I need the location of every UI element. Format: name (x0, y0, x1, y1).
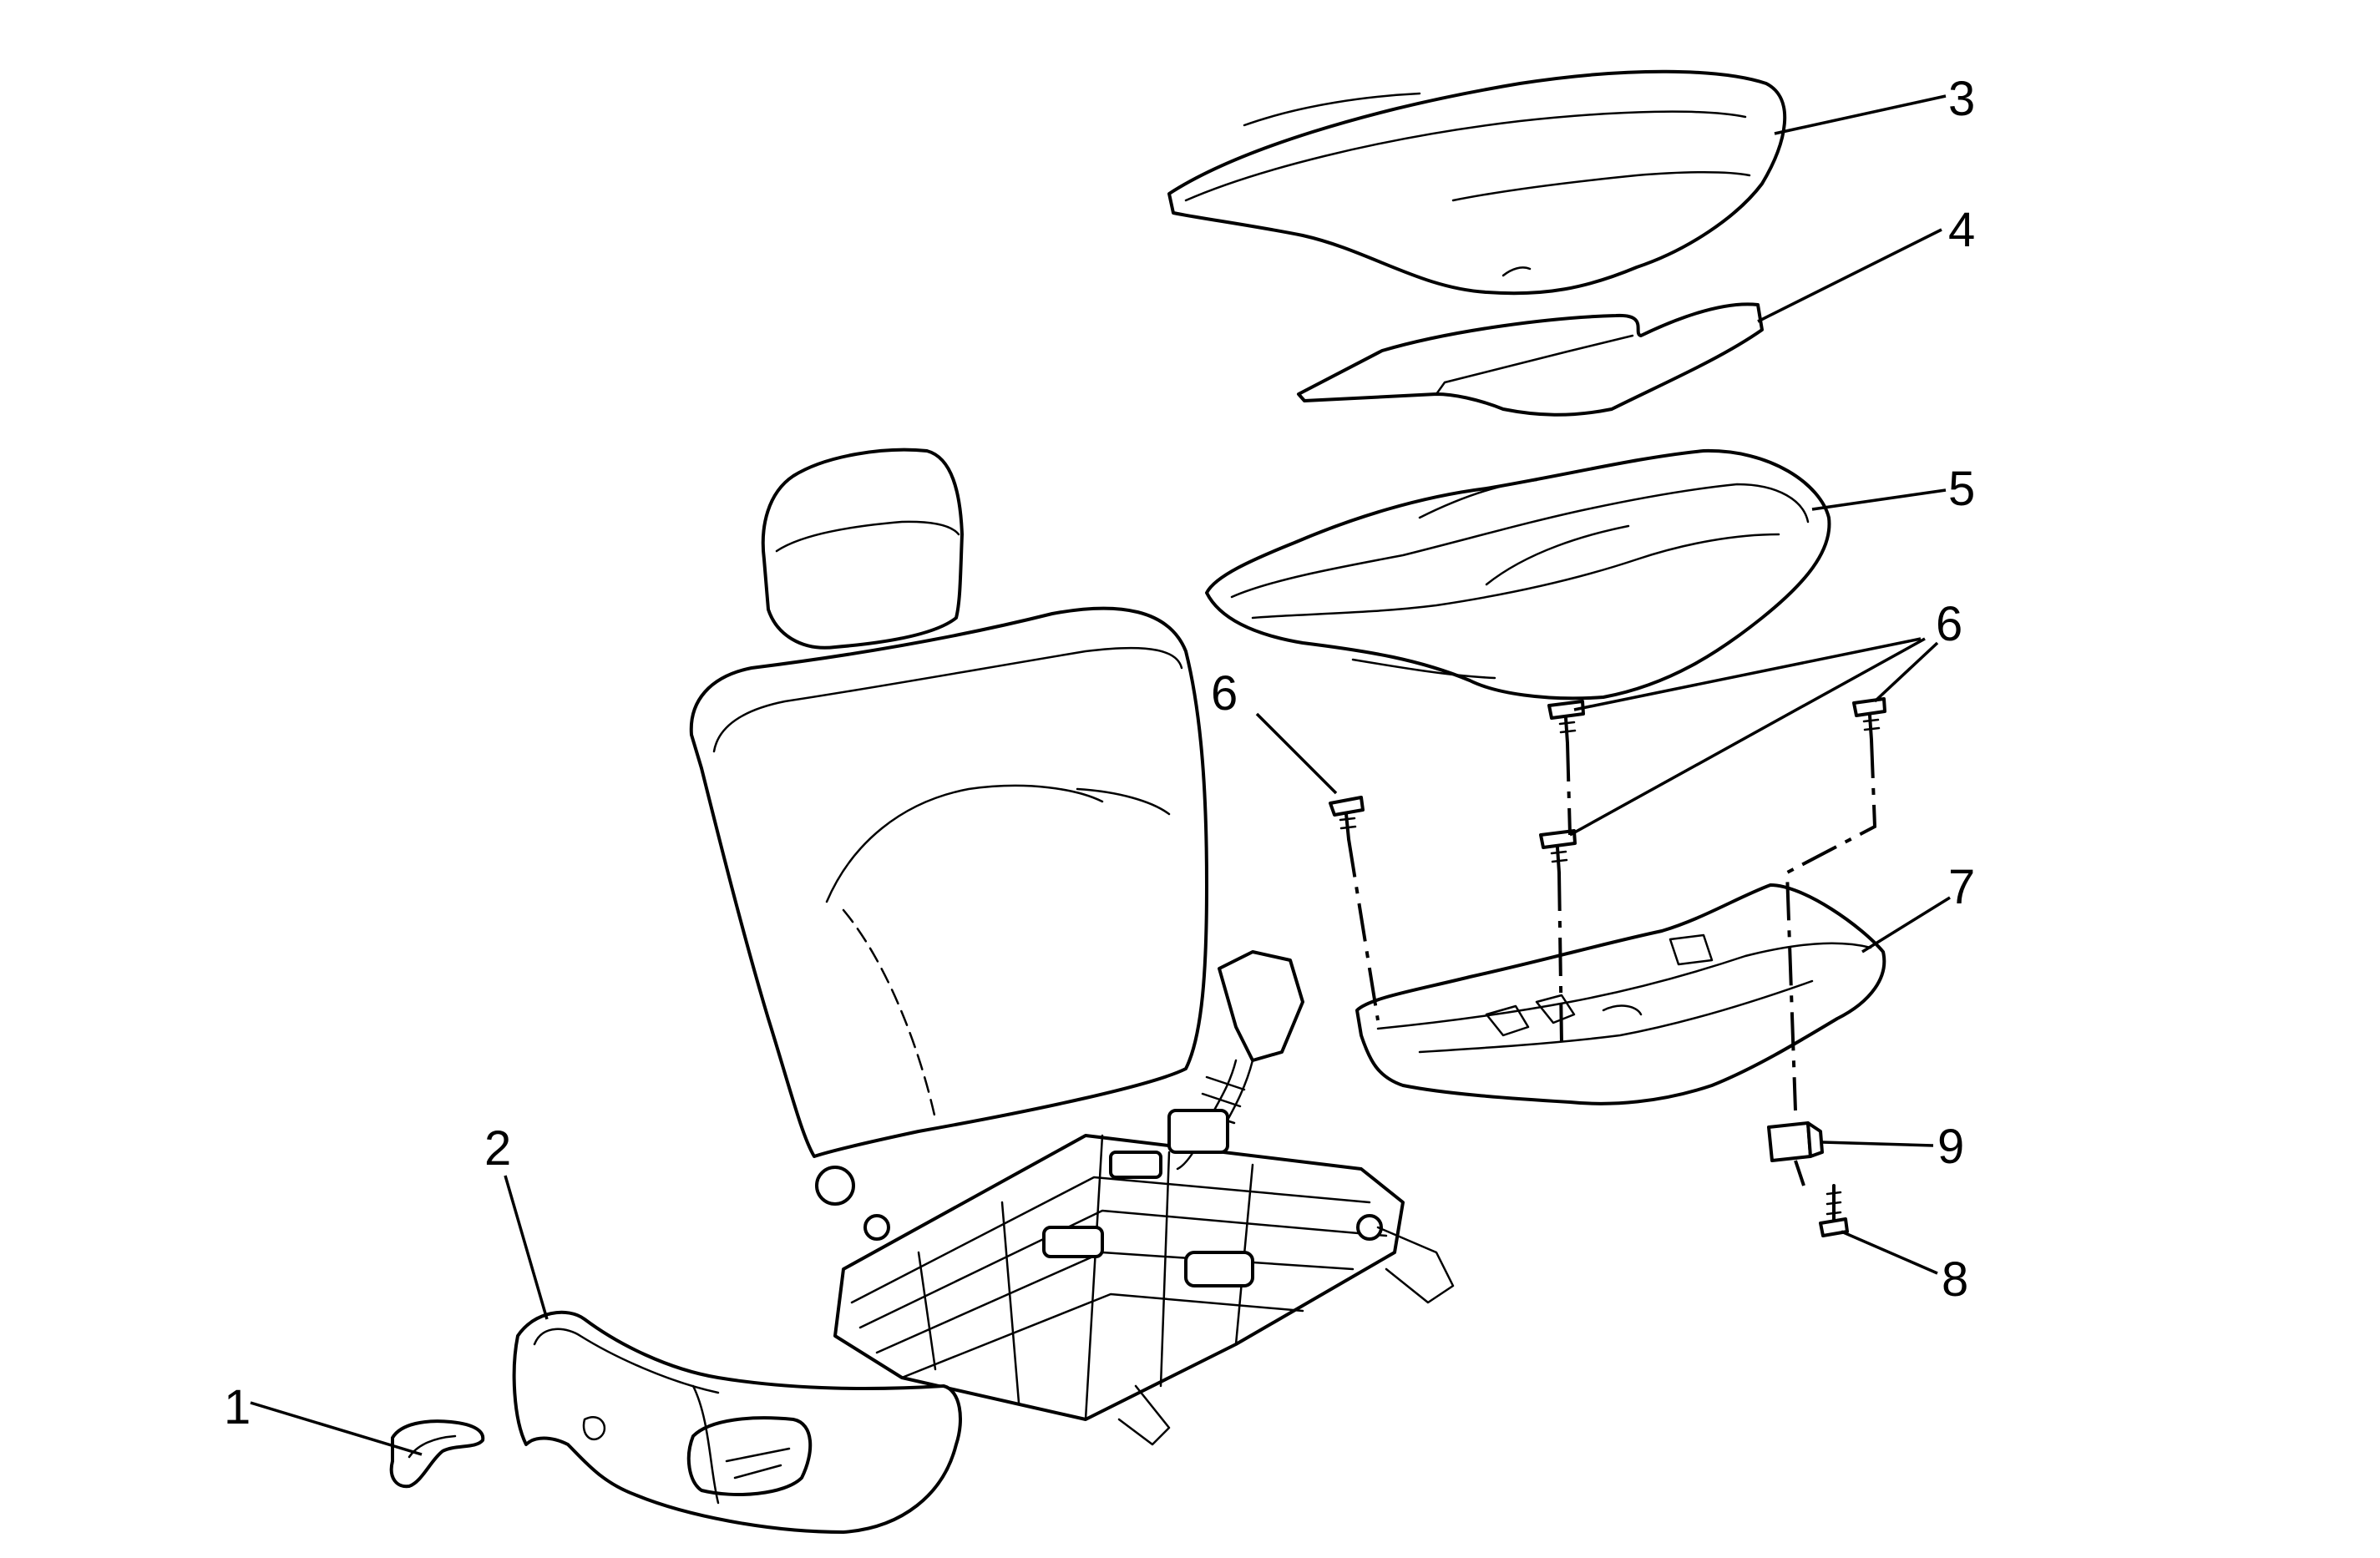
bolt-6-center-bottom (1539, 829, 1577, 874)
bolt-8 (1819, 1184, 1849, 1237)
callout-6-left: 6 (1211, 666, 1238, 721)
bolt-6-right (1852, 697, 1886, 741)
seat-cushion-frame (1205, 448, 1831, 701)
seat-cushion-pan (1355, 883, 1886, 1105)
seatback (689, 448, 1208, 1158)
seat-cushion-pad (1297, 302, 1764, 417)
seat-cushion-cover (1167, 69, 1787, 296)
seat-belt-buckle (1167, 950, 1304, 1171)
callout-labels: 1 2 3 4 5 6 6 7 9 8 (224, 72, 1975, 1434)
seat-outer-trim-panel (512, 1310, 962, 1534)
recliner-handle (389, 1419, 485, 1489)
callout-8: 8 (1942, 1252, 1968, 1307)
callout-2: 2 (484, 1121, 511, 1176)
clip-9 (1767, 1121, 1824, 1162)
callout-7: 7 (1948, 860, 1975, 914)
bolt-6-center-top (1547, 700, 1585, 745)
bolt-6-left (1329, 796, 1365, 841)
callout-1: 1 (224, 1380, 251, 1434)
installation-lines (1347, 739, 1877, 1186)
callout-4: 4 (1948, 203, 1975, 257)
callout-6-right: 6 (1936, 597, 1962, 651)
leader-lines (250, 94, 1951, 1456)
callout-9: 9 (1937, 1120, 1964, 1174)
seat-adjuster-frame (815, 1134, 1455, 1446)
callout-3: 3 (1948, 72, 1975, 126)
callout-5: 5 (1948, 462, 1975, 516)
